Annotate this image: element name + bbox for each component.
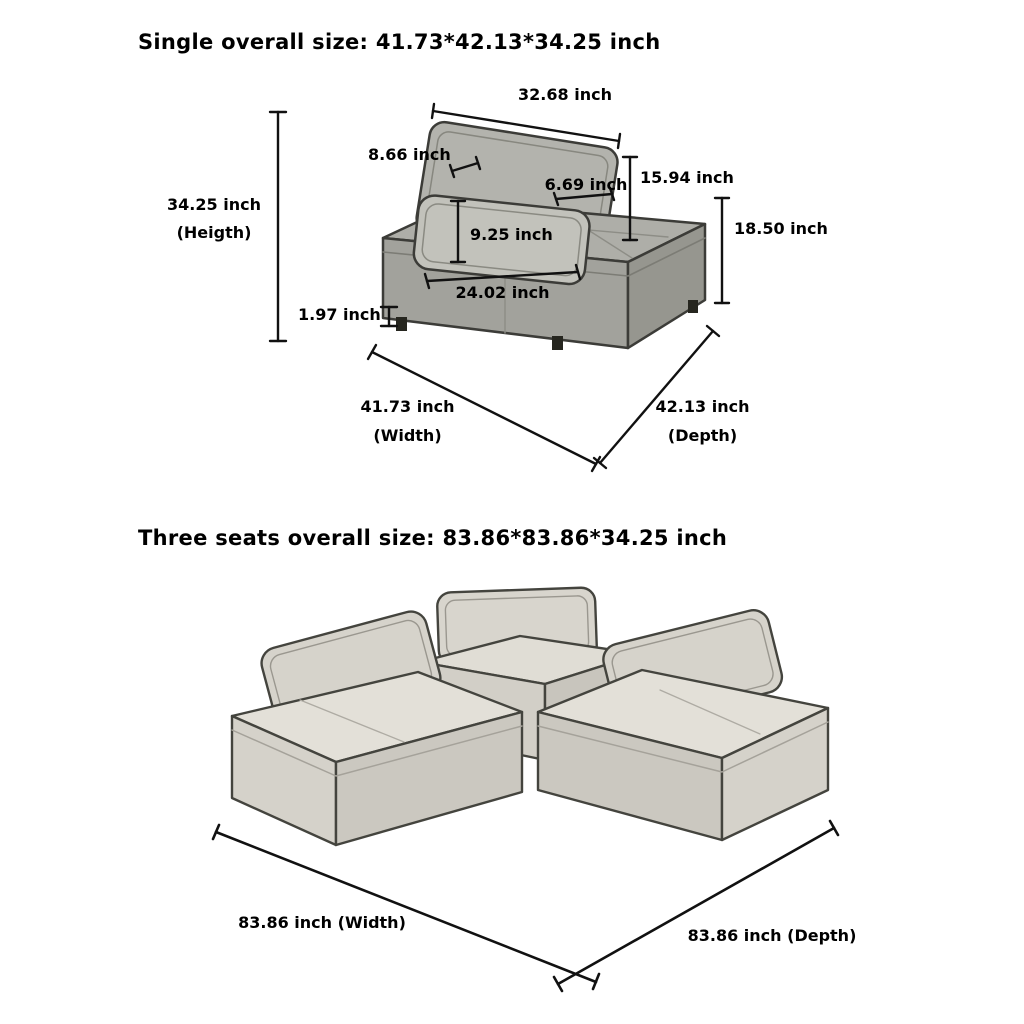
single-dimension-lines [268, 102, 731, 473]
dim-leg-height-label: 1.97 inch [298, 305, 381, 324]
dim-back-width-label: 32.68 inch [518, 85, 612, 104]
dim-overall-depth-sublabel: (Depth) [667, 426, 738, 445]
single-size-title: Single overall size: 41.73*42.13*34.25 i… [138, 30, 661, 54]
dim-pillow-height-label: 9.25 inch [470, 225, 553, 244]
dim-seat-height-label: 18.50 inch [734, 219, 828, 238]
three-seat-dimension-lines [211, 819, 840, 993]
single-sofa-illustration [381, 120, 707, 350]
dim-back-height-label: 15.94 inch [640, 168, 734, 187]
dim-cushion-thickness-label: 6.69 inch [544, 175, 628, 194]
dim-overall-height-sublabel: (Heigth) [176, 223, 252, 242]
dim-overall-height-label: 34.25 inch [167, 195, 261, 214]
dim-overall-depth-label: 42.13 inch [655, 397, 750, 416]
dim-three-depth-label: 83.86 inch (Depth) [687, 926, 857, 945]
dim-back-thickness-label: 8.66 inch [368, 145, 451, 164]
dim-overall-width-sublabel: (Width) [373, 426, 442, 445]
dim-overall-width-label: 41.73 inch [360, 397, 455, 416]
dim-three-width-label: 83.86 inch (Width) [238, 913, 406, 932]
dim-pillow-width-label: 24.02 inch [455, 283, 550, 302]
three-seat-illustration [230, 586, 830, 847]
three-seats-size-title: Three seats overall size: 83.86*83.86*34… [138, 526, 728, 550]
